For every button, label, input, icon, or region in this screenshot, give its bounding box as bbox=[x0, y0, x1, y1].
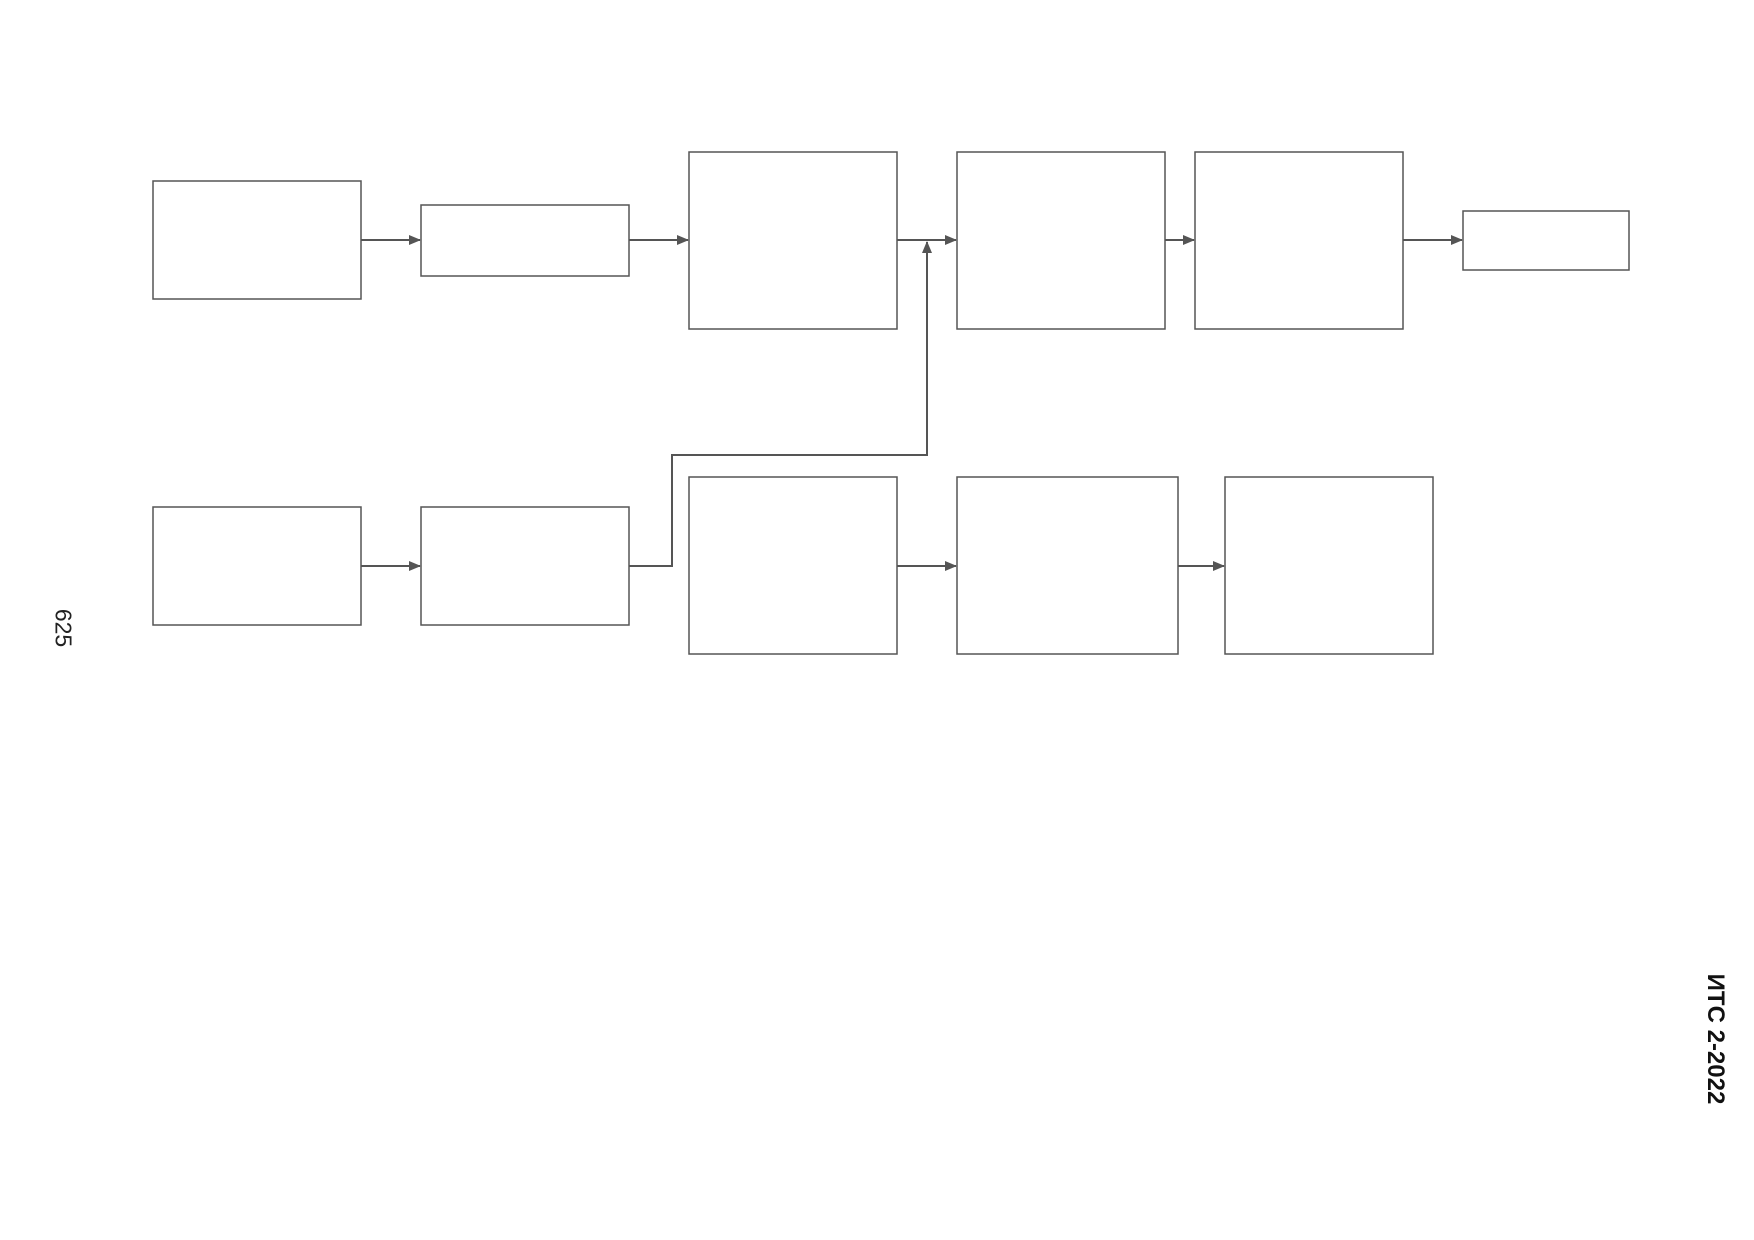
bottom-box-2 bbox=[420, 506, 630, 626]
top-box-5 bbox=[1194, 151, 1404, 330]
bottom-box-4 bbox=[956, 476, 1179, 655]
top-box-2 bbox=[420, 204, 630, 277]
document-code: ИТС 2-2022 bbox=[1702, 973, 1729, 1105]
bottom-box-1 bbox=[152, 506, 362, 626]
connectors bbox=[361, 235, 1463, 571]
top-row bbox=[152, 151, 1630, 330]
bottom-box-3 bbox=[688, 476, 898, 655]
bottom-row bbox=[152, 476, 1434, 655]
arrow-bottom-2-to-top-4 bbox=[629, 241, 932, 567]
top-box-4 bbox=[956, 151, 1166, 330]
page-number: 625 bbox=[50, 608, 77, 648]
top-box-3 bbox=[688, 151, 898, 330]
top-box-6 bbox=[1462, 210, 1630, 271]
top-box-1 bbox=[152, 180, 362, 300]
bottom-box-5 bbox=[1224, 476, 1434, 655]
